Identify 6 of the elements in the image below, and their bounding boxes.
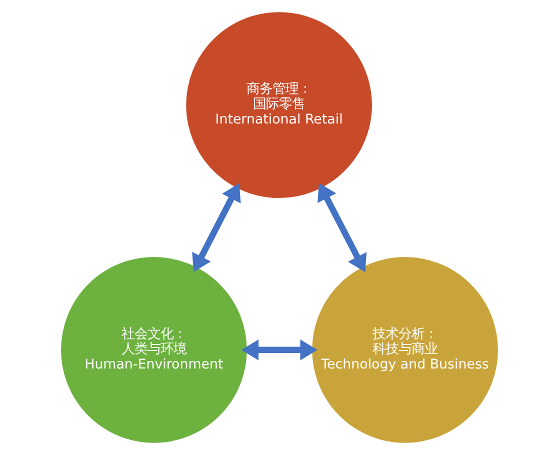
node-circle: 技术分析： 科技与商业 Technology and Business (311, 256, 499, 444)
node-circle: 社会文化： 人类与环境 Human-Environment (60, 256, 248, 444)
arrow (318, 182, 367, 272)
node-circle: 商务管理： 国际零售 International Retail (185, 11, 373, 199)
arrow (192, 183, 241, 272)
arrow (241, 339, 318, 360)
